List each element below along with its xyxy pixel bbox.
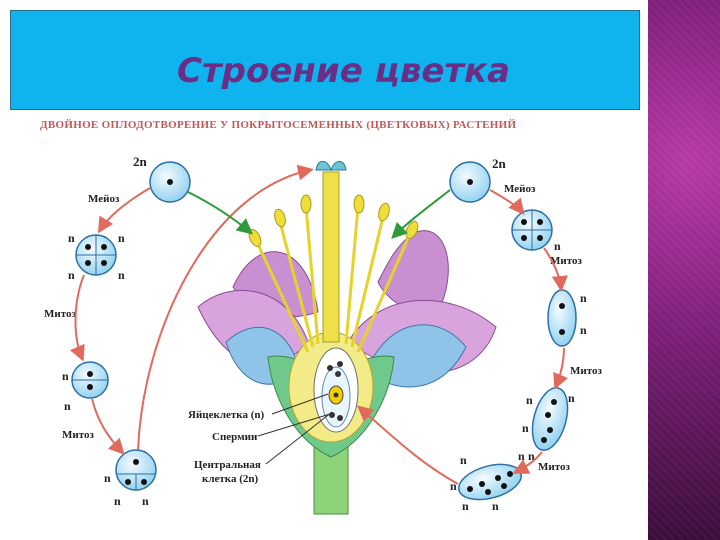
stamens [248, 194, 419, 353]
label-egg-cell: Яйцеклетка (n) [188, 409, 264, 421]
n-label: n [62, 369, 69, 383]
label-meiosis-left: Мейоз [88, 193, 120, 205]
n-label: n [528, 449, 535, 463]
slide-title: Строение цветка [177, 51, 511, 91]
diagram-heading: ДВОЙНОЕ ОПЛОДОТВОРЕНИЕ У ПОКРЫТОСЕМЕННЫХ… [40, 119, 516, 131]
n-label: n [580, 323, 587, 337]
right-chain: 2n Мейоз n Митоз n n Митоз n n n n Митоз… [356, 156, 602, 513]
n-label: n [114, 494, 121, 508]
n-label: n [522, 421, 529, 435]
title-banner: Строение цветка [10, 10, 640, 110]
label-mitosis-left-2: Митоз [62, 429, 94, 441]
n-label: n [518, 449, 525, 463]
n-label: n [568, 391, 575, 405]
decorative-side-panel [648, 0, 720, 540]
n-label: n [450, 479, 457, 493]
n-label: n [64, 399, 71, 413]
cell-mitosis-right-1 [547, 289, 577, 347]
label-meiosis-right: Мейоз [504, 183, 536, 195]
n-label: n [492, 499, 499, 513]
n-label: n [118, 231, 125, 245]
flower-labels: Яйцеклетка (n) Спермии Центральная клетк… [188, 393, 333, 485]
n-label: n [462, 499, 469, 513]
n-label: n [68, 231, 75, 245]
n-label: n [460, 453, 467, 467]
label-central-cell-1: Центральная [194, 459, 261, 471]
n-label: n [142, 494, 149, 508]
stigma [315, 160, 347, 172]
n-label: n [68, 268, 75, 282]
flower-illustration [197, 160, 497, 515]
double-fertilization-diagram: ДВОЙНОЕ ОПЛОДОТВОРЕНИЕ У ПОКРЫТОСЕМЕННЫХ… [18, 112, 640, 527]
label-sperm: Спермии [212, 431, 258, 443]
label-mitosis-right-2: Митоз [570, 365, 602, 377]
label-2n-right: 2n [492, 156, 507, 171]
cell-mitosis-right-2 [531, 387, 569, 451]
label-mitosis-right-1: Митоз [550, 255, 582, 267]
n-label: n [526, 393, 533, 407]
label-2n-left: 2n [133, 154, 148, 169]
n-label: n [118, 268, 125, 282]
n-label: n [554, 239, 561, 253]
left-chain: 2n Мейоз n n n n Митоз n n Митоз n n n [44, 154, 314, 508]
n-label: n [580, 291, 587, 305]
n-label: n [104, 471, 111, 485]
label-central-cell-2: клетка (2n) [202, 473, 258, 485]
label-mitosis-right-3: Митоз [538, 461, 570, 473]
label-mitosis-left-1: Митоз [44, 308, 76, 320]
style [322, 171, 340, 343]
